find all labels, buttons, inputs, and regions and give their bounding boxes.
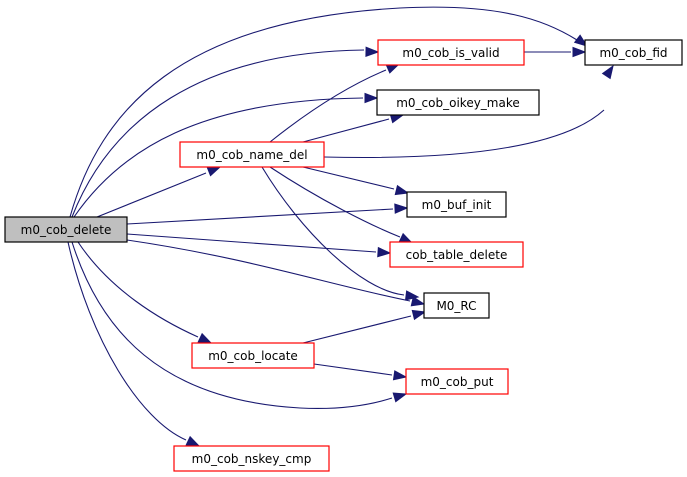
edge-line xyxy=(69,6,578,218)
node-m0-cob-fid[interactable]: m0_cob_fid xyxy=(584,39,683,66)
edge-m0_cob_delete-to-m0_buf_init xyxy=(126,203,409,225)
node-m0-rc[interactable]: M0_RC xyxy=(423,292,490,319)
arrowhead-icon xyxy=(410,296,426,307)
node-m0-cob-name-del[interactable]: m0_cob_name_del xyxy=(179,141,325,168)
edge-m0_cob_locate-to-M0_RC xyxy=(302,309,427,344)
node-label: m0_cob_fid xyxy=(599,46,667,60)
edge-m0_cob_name_del-to-M0_RC xyxy=(261,166,420,301)
arrowhead-icon xyxy=(601,64,614,80)
arrowhead-icon xyxy=(377,246,392,258)
node-box xyxy=(389,241,524,268)
node-m0-cob-nskey-cmp[interactable]: m0_cob_nskey_cmp xyxy=(173,445,330,472)
arrowhead-icon xyxy=(572,46,587,58)
edge-line xyxy=(323,109,605,159)
arrowhead-icon xyxy=(392,392,408,403)
edge-m0_cob_delete-to-m0_cob_name_del xyxy=(96,166,222,218)
arrowhead-icon xyxy=(206,166,222,177)
edge-m0_cob_delete-to-m0_cob_put xyxy=(71,241,408,409)
node-box xyxy=(405,368,509,395)
node-m0-buf-init[interactable]: m0_buf_init xyxy=(406,191,507,218)
edges-layer xyxy=(67,6,614,447)
edge-line xyxy=(313,363,393,376)
node-box xyxy=(406,191,507,218)
arrowhead-icon xyxy=(394,184,410,196)
node-box xyxy=(584,39,683,66)
node-m0-cob-oikey-make[interactable]: m0_cob_oikey_make xyxy=(376,89,540,116)
node-label: m0_cob_name_del xyxy=(196,148,307,162)
node-label: cob_table_delete xyxy=(406,248,508,262)
edge-line xyxy=(269,69,387,143)
node-label: m0_cob_is_valid xyxy=(402,46,499,60)
edge-line xyxy=(126,233,377,253)
edge-m0_cob_delete-to-M0_RC xyxy=(126,239,426,307)
node-label: m0_cob_oikey_make xyxy=(396,96,520,110)
edge-m0_cob_delete-to-m0_cob_oikey_make xyxy=(73,92,379,218)
edge-line xyxy=(126,208,394,225)
node-box xyxy=(4,216,128,243)
node-label: m0_cob_nskey_cmp xyxy=(192,452,312,466)
arrowhead-icon xyxy=(404,290,420,301)
edge-m0_cob_name_del-to-m0_cob_fid xyxy=(323,64,614,159)
arrowhead-icon xyxy=(365,46,380,57)
edge-line xyxy=(71,241,393,409)
node-label: m0_buf_init xyxy=(422,198,492,212)
arrowhead-icon xyxy=(364,92,379,104)
nodes-layer: m0_cob_delete m0_cob_name_del m0_cob_is_va… xyxy=(4,39,683,472)
edge-line xyxy=(302,315,412,344)
arrowhead-icon xyxy=(392,370,408,381)
edge-m0_cob_name_del-to-m0_buf_init xyxy=(302,166,410,196)
arrowhead-icon xyxy=(185,435,201,447)
node-box xyxy=(191,342,315,369)
node-box xyxy=(377,39,525,66)
node-box xyxy=(173,445,330,472)
edge-line xyxy=(77,241,199,338)
node-label: m0_cob_put xyxy=(421,375,494,389)
edge-m0_cob_locate-to-m0_cob_put xyxy=(313,363,408,381)
arrowhead-icon xyxy=(411,309,427,321)
edge-line xyxy=(96,172,207,218)
edge-line xyxy=(269,166,401,238)
edge-line xyxy=(126,239,411,302)
arrowhead-icon xyxy=(573,34,589,47)
edge-m0_cob_name_del-to-m0_cob_oikey_make xyxy=(302,113,405,143)
node-m0-cob-is-valid[interactable]: m0_cob_is_valid xyxy=(377,39,525,66)
edge-line xyxy=(302,118,390,143)
node-m0-cob-put[interactable]: m0_cob_put xyxy=(405,368,509,395)
arrowhead-icon xyxy=(394,203,409,214)
node-m0-cob-delete: m0_cob_delete xyxy=(4,216,128,243)
edge-line xyxy=(261,166,405,296)
node-label: M0_RC xyxy=(436,299,476,313)
edge-m0_cob_name_del-to-cob_table_delete xyxy=(269,166,414,244)
edge-m0_cob_is_valid-to-m0_cob_fid xyxy=(524,46,587,58)
arrowhead-icon xyxy=(197,332,213,344)
edge-line xyxy=(73,97,364,218)
edge-line xyxy=(67,241,187,441)
node-box xyxy=(376,89,540,116)
node-label: m0_cob_delete xyxy=(21,223,112,237)
edge-m0_cob_delete-to-m0_cob_nskey_cmp xyxy=(67,241,201,447)
edge-line xyxy=(71,49,365,218)
node-label: m0_cob_locate xyxy=(208,349,298,363)
edge-m0_cob_delete-to-m0_cob_fid xyxy=(69,6,589,218)
edge-m0_cob_delete-to-m0_cob_is_valid xyxy=(71,46,380,218)
node-box xyxy=(179,141,325,168)
node-m0-cob-locate[interactable]: m0_cob_locate xyxy=(191,342,315,369)
edge-m0_cob_delete-to-cob_table_delete xyxy=(126,233,392,258)
edge-line xyxy=(302,166,395,190)
edge-m0_cob_delete-to-m0_cob_locate xyxy=(77,241,213,344)
node-box xyxy=(423,292,490,319)
node-cob-table-delete[interactable]: cob_table_delete xyxy=(389,241,524,268)
